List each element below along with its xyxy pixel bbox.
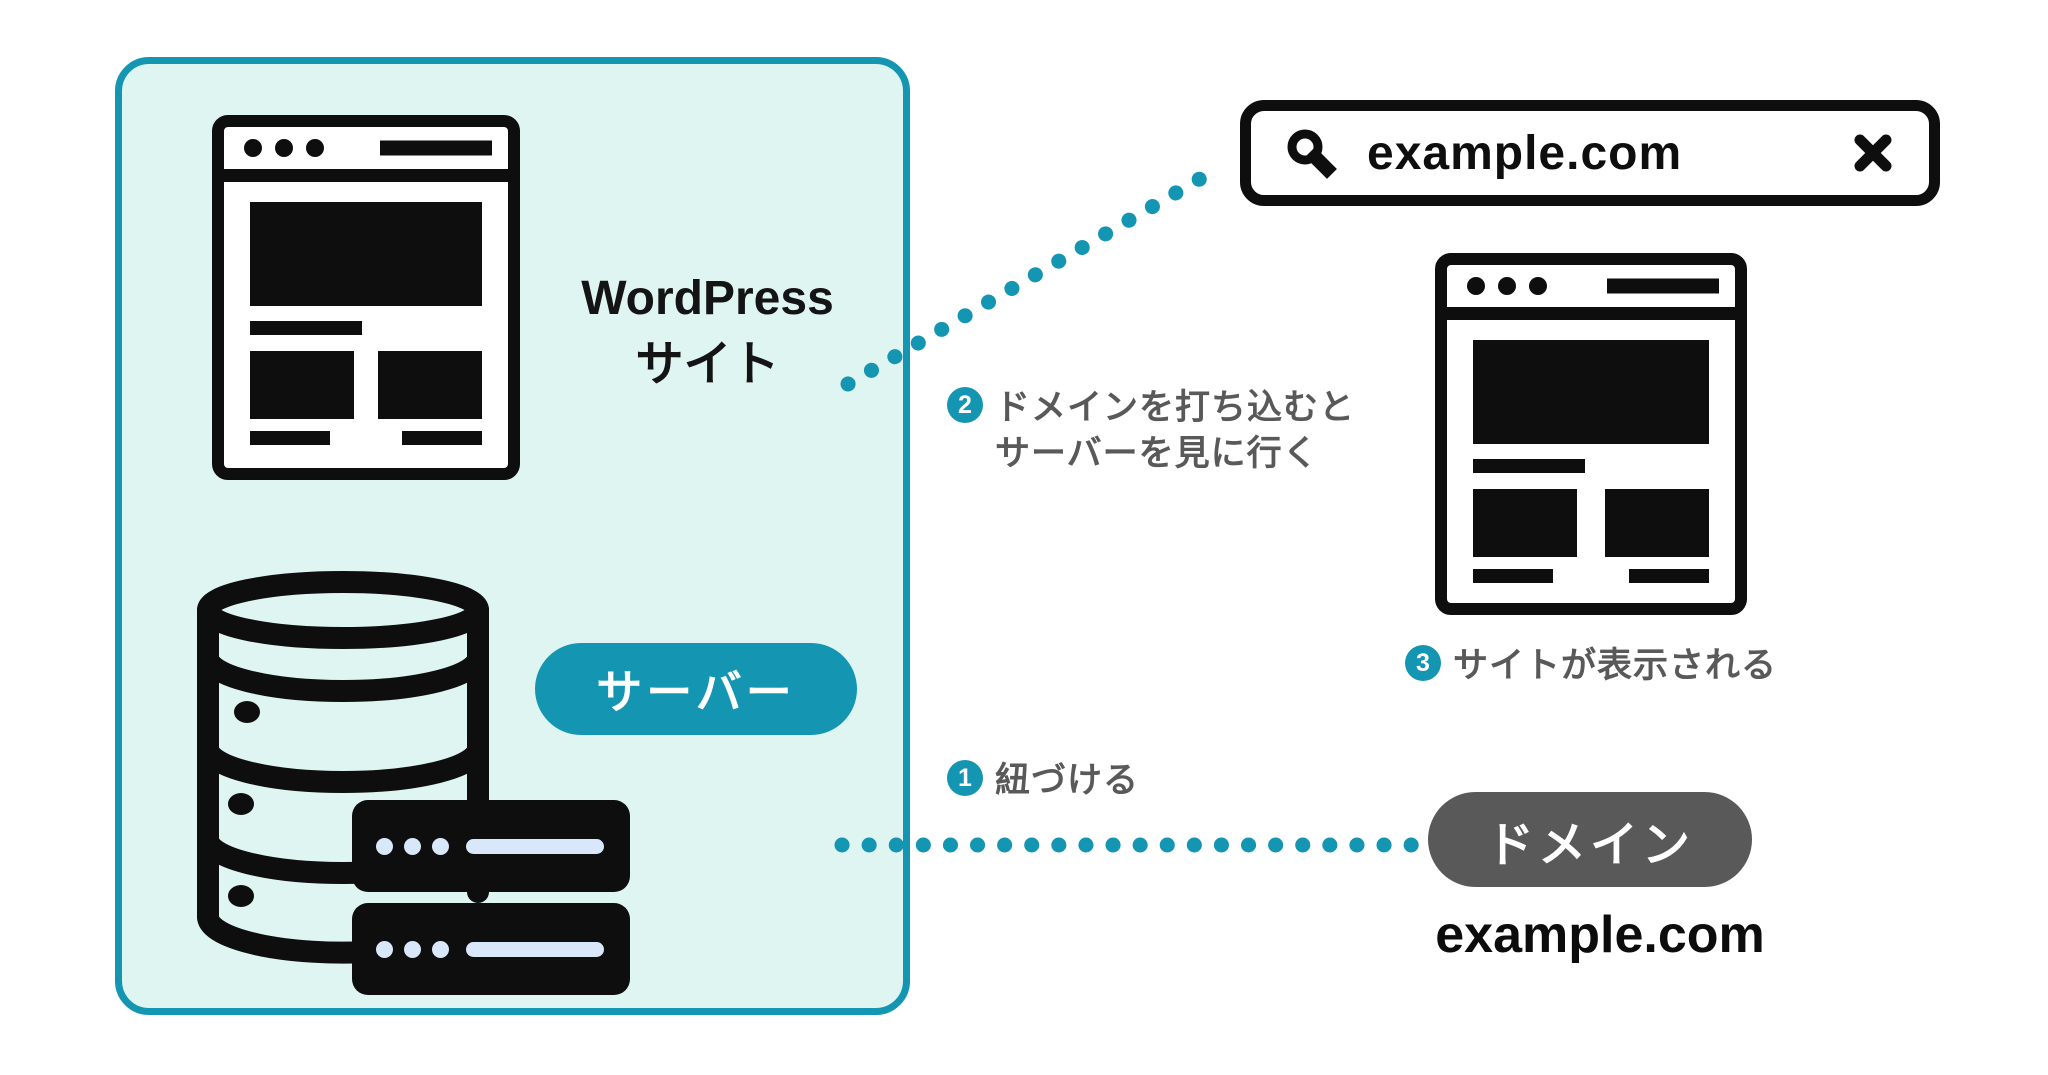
rack-led-icon xyxy=(432,940,449,958)
server-badge: サーバー xyxy=(535,643,857,735)
server-rack-icon xyxy=(352,903,630,995)
browser-titlebar xyxy=(224,127,508,182)
footer-blocks xyxy=(1473,569,1709,583)
step-2-number-badge: 2 xyxy=(947,387,983,423)
search-icon[interactable] xyxy=(1285,127,1337,179)
window-dot-icon xyxy=(244,139,262,157)
window-dot-icon xyxy=(1498,277,1516,295)
browser-search-bar[interactable]: example.com xyxy=(1240,100,1940,206)
displayed-site-browser-icon xyxy=(1435,253,1747,615)
heading-block xyxy=(250,321,362,335)
step-3-number-badge: 3 xyxy=(1405,645,1441,681)
domain-badge: ドメイン xyxy=(1428,792,1752,887)
db-band-2 xyxy=(197,737,489,793)
hero-block xyxy=(1473,340,1709,444)
rack-slot-bar xyxy=(466,941,604,957)
rack-led-icon xyxy=(404,837,421,855)
two-column-blocks xyxy=(250,351,482,419)
addressbar-block-icon xyxy=(380,140,492,156)
rack-led-icon xyxy=(432,837,449,855)
column-block xyxy=(1473,489,1577,557)
wordpress-site-label: WordPress サイト xyxy=(555,266,860,398)
window-dot-icon xyxy=(306,139,324,157)
rack-led-icon xyxy=(376,837,393,855)
step-3: 3 サイトが表示される xyxy=(1405,643,1777,689)
rack-led-icon xyxy=(376,940,393,958)
step-1-label: 紐づける xyxy=(995,761,1140,800)
step-1: 1 紐づける xyxy=(947,758,1139,804)
db-dot xyxy=(234,701,260,723)
step-2-label: ドメインを打ち込むと サーバーを見に行く xyxy=(995,385,1355,477)
step-2-label-line2: サーバーを見に行く xyxy=(995,434,1319,474)
window-dot-icon xyxy=(1467,277,1485,295)
server-rack-icon xyxy=(352,800,630,892)
step-2-label-line1: ドメインを打ち込むと xyxy=(995,388,1356,427)
two-column-blocks xyxy=(1473,489,1709,557)
footer-bar-block xyxy=(1473,569,1553,583)
rack-slot-bar xyxy=(466,838,604,854)
step-3-label: サイトが表示される xyxy=(1453,646,1778,685)
column-block xyxy=(378,351,482,419)
hero-block xyxy=(250,202,482,306)
search-query-text[interactable]: example.com xyxy=(1367,126,1683,180)
step-1-number-badge: 1 xyxy=(947,760,983,796)
wordpress-site-browser-icon xyxy=(212,115,520,480)
db-band-1 xyxy=(197,646,489,702)
heading-block xyxy=(1473,459,1585,473)
footer-bar-block xyxy=(250,431,330,445)
browser-titlebar xyxy=(1447,265,1735,320)
column-block xyxy=(250,351,354,419)
window-dot-icon xyxy=(275,139,293,157)
wordpress-site-label-line1: WordPress xyxy=(581,272,834,325)
footer-blocks xyxy=(250,431,482,445)
browser-content xyxy=(1447,320,1735,603)
browser-content xyxy=(224,182,508,468)
footer-bar-block xyxy=(402,431,482,445)
domain-name-text: example.com xyxy=(1435,906,1765,964)
clear-icon[interactable] xyxy=(1851,131,1895,175)
addressbar-block-icon xyxy=(1607,278,1719,294)
db-top-ellipse xyxy=(197,571,489,649)
rack-led-icon xyxy=(404,940,421,958)
column-block xyxy=(1605,489,1709,557)
db-dot xyxy=(228,885,254,907)
db-bottom-curve xyxy=(197,906,379,964)
db-dot xyxy=(228,793,254,815)
wordpress-site-label-line2: サイト xyxy=(635,338,780,392)
window-dot-icon xyxy=(1529,277,1547,295)
footer-bar-block xyxy=(1629,569,1709,583)
step-2: 2 ドメインを打ち込むと サーバーを見に行く xyxy=(947,385,1355,477)
